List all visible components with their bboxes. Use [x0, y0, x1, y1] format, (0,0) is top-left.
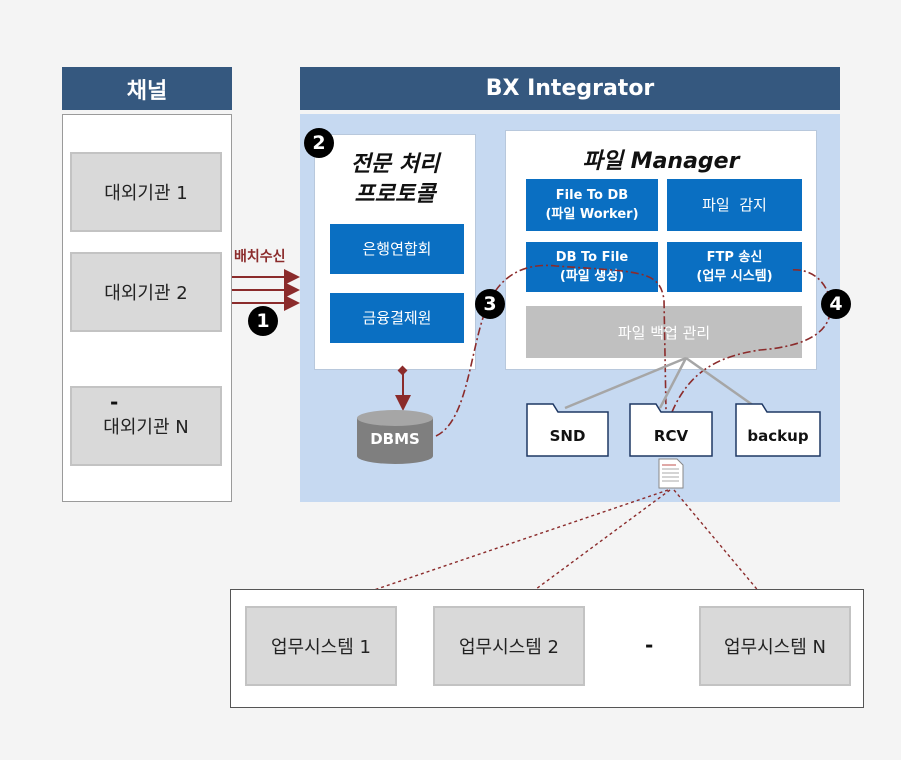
file-watch-box: 파일 감지	[667, 179, 802, 231]
business-item-1: 업무시스템 1	[245, 606, 397, 686]
dist-arrow-2	[510, 489, 671, 608]
business-ellipsis: -	[645, 633, 654, 657]
dist-arrow-1	[321, 489, 669, 610]
channel-ellipsis: -	[110, 390, 119, 414]
step-badge-4: 4	[821, 289, 851, 319]
integrator-title: BX Integrator	[485, 76, 655, 101]
backup-line-backup	[685, 356, 758, 410]
channel-title: 채널	[126, 78, 168, 104]
step-badge-1: 1	[248, 306, 278, 336]
backup-mgmt-box: 파일 백업 관리	[526, 306, 802, 358]
ftp-send-box: FTP 송신 (업무 시스템)	[667, 242, 802, 292]
kftc-box: 금융결제원	[330, 293, 464, 343]
backup-line-rcv	[658, 357, 688, 409]
protocol-dbms-diamond	[397, 365, 408, 376]
step-badge-3: 3	[475, 289, 505, 319]
dist-arrow-n	[673, 489, 773, 609]
protocol-title-line1: 전문 처리	[350, 152, 440, 177]
backup-folder-label: backup	[747, 427, 809, 445]
snd-folder-label: SND	[549, 427, 586, 445]
channel-item-n: 대외기관 N	[70, 386, 222, 466]
channel-item-2: 대외기관 2	[70, 252, 222, 332]
file-to-db-box: File To DB (파일 Worker)	[526, 179, 658, 231]
dbms-label: DBMS	[370, 430, 420, 448]
protocol-title-line2: 프로토콜	[354, 182, 436, 207]
channel-header: 채널	[62, 67, 232, 110]
snd-folder-icon	[526, 403, 609, 457]
integrator-header: BX Integrator	[300, 67, 840, 110]
step4-curve	[671, 269, 832, 413]
kfb-box: 은행연합회	[330, 224, 464, 274]
dbms-cylinder	[357, 410, 433, 464]
business-item-n: 업무시스템 N	[699, 606, 851, 686]
batch-label: 배치수신	[234, 249, 286, 265]
rcv-folder-label: RCV	[653, 427, 689, 445]
db-to-file-box: DB To File (파일 생성)	[526, 242, 658, 292]
channel-item-1: 대외기관 1	[70, 152, 222, 232]
file-manager-title: 파일 Manager	[582, 149, 740, 174]
backup-line-snd	[564, 356, 687, 410]
step-badge-2: 2	[304, 128, 334, 158]
business-item-2: 업무시스템 2	[433, 606, 585, 686]
step3-curve	[435, 264, 667, 437]
rcv-folder-icon	[629, 403, 713, 457]
document-icon	[658, 458, 684, 489]
backup-folder-icon	[735, 403, 821, 457]
